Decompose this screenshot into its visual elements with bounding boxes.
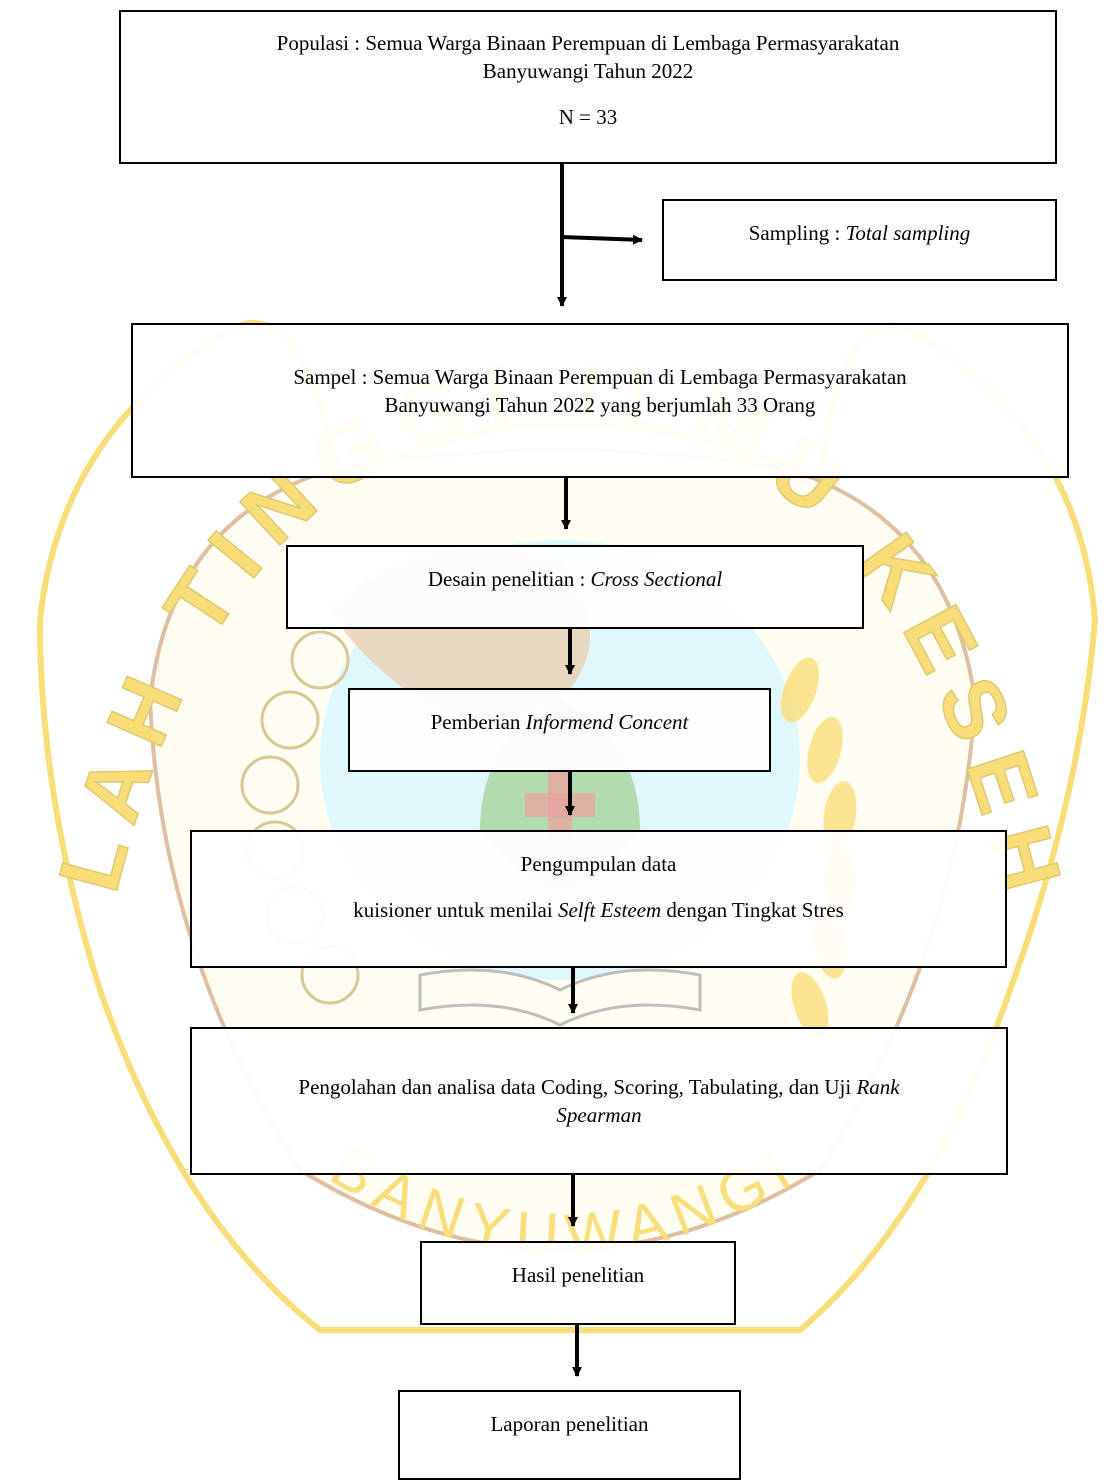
populasi-line2: Banyuwangi Tahun 2022 (482, 59, 694, 83)
watermark-cross-h (525, 793, 595, 817)
informed-text: Pemberian Informend Concent (430, 710, 689, 734)
populasi-line1: Populasi : Semua Warga Binaan Perempuan … (276, 31, 900, 55)
node-informed-consent: Pemberian Informend Concent (348, 688, 771, 772)
node-sampling: Sampling : Total sampling (662, 199, 1057, 281)
node-laporan: Laporan penelitian (398, 1390, 741, 1480)
pengumpulan-line1: Pengumpulan data (520, 852, 677, 876)
sampel-line1: Sampel : Semua Warga Binaan Perempuan di… (293, 365, 907, 389)
pengolahan-line1: Pengolahan dan analisa data Coding, Scor… (298, 1075, 900, 1099)
populasi-line3: N = 33 (558, 105, 618, 129)
node-desain: Desain penelitian : Cross Sectional (286, 545, 864, 629)
laporan-text: Laporan penelitian (490, 1412, 649, 1436)
desain-text: Desain penelitian : Cross Sectional (427, 567, 723, 591)
node-pengumpulan: Pengumpulan data kuisioner untuk menilai… (190, 830, 1007, 968)
node-hasil: Hasil penelitian (420, 1241, 736, 1325)
pengolahan-line2: Spearman (556, 1103, 642, 1127)
pengumpulan-line2: kuisioner untuk menilai Selft Esteem den… (353, 898, 844, 922)
node-sampel: Sampel : Semua Warga Binaan Perempuan di… (131, 323, 1069, 478)
watermark-book (418, 968, 702, 1027)
sampling-text: Sampling : Total sampling (748, 221, 971, 245)
arrow-to-sampling (561, 234, 643, 245)
hasil-text: Hasil penelitian (511, 1263, 645, 1287)
node-populasi: Populasi : Semua Warga Binaan Perempuan … (119, 10, 1057, 164)
node-pengolahan: Pengolahan dan analisa data Coding, Scor… (190, 1027, 1008, 1175)
sampel-line2: Banyuwangi Tahun 2022 yang berjumlah 33 … (384, 393, 816, 417)
